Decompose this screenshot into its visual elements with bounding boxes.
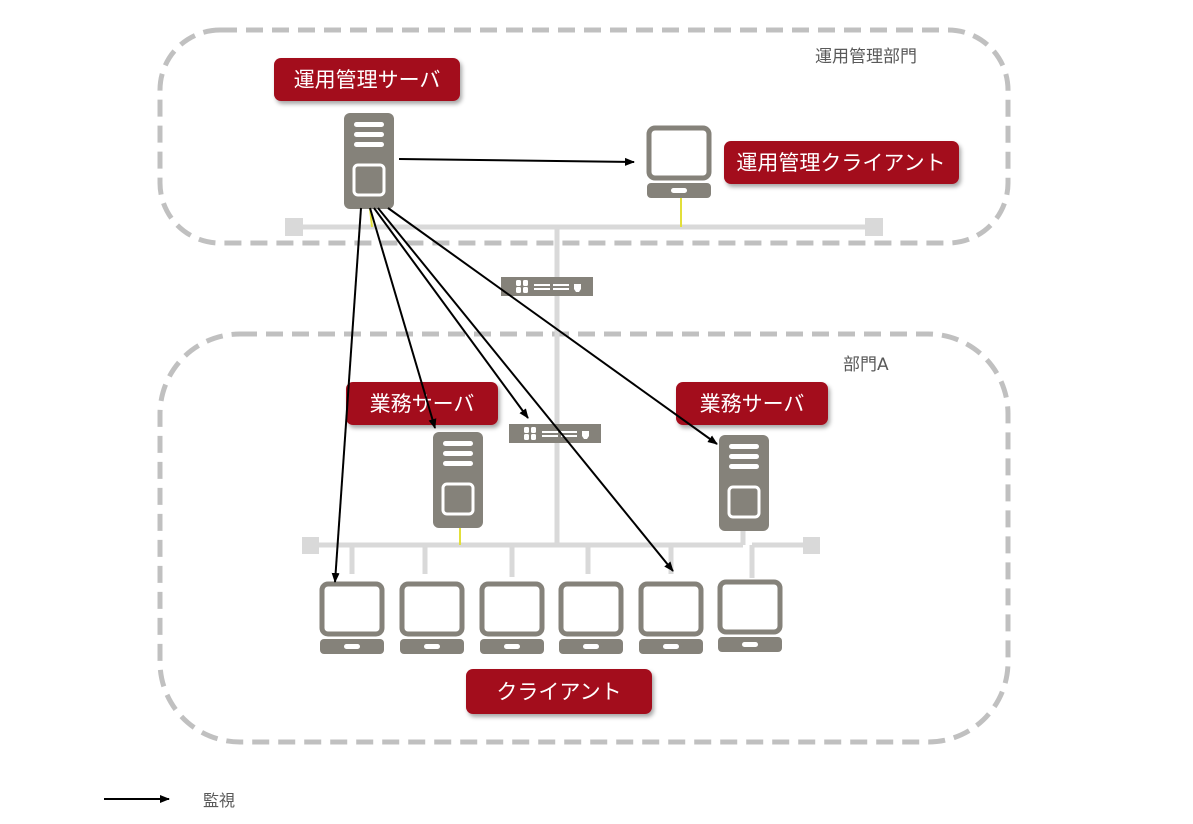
- zone-department-a-label: 部門A: [843, 355, 889, 375]
- zone-management-border: [157, 27, 1011, 246]
- management-server-label-text: 運用管理サーバ: [294, 68, 441, 92]
- legend-label: 監視: [203, 791, 235, 810]
- business-server-1-label[interactable]: [346, 382, 498, 425]
- network-terminator: [302, 537, 319, 554]
- monitor-arrows: [331, 157, 718, 583]
- monitor-arrow: [369, 207, 437, 429]
- client-monitor-icon[interactable]: [400, 584, 464, 654]
- client-monitor-icon[interactable]: [639, 584, 703, 654]
- zone-management-label: 運用管理部門: [815, 47, 917, 67]
- business-server-icon[interactable]: [717, 433, 771, 533]
- business-server-2-label-text: 業務サーバ: [700, 392, 805, 416]
- monitor-arrow: [387, 207, 718, 445]
- client-monitor-icon[interactable]: [559, 584, 623, 654]
- client-monitor-icon[interactable]: [718, 582, 782, 652]
- management-client-monitor-icon[interactable]: [647, 128, 711, 198]
- clients-label-text: クライアント: [496, 680, 621, 704]
- monitor-arrow: [398, 157, 635, 166]
- management-client-label[interactable]: [724, 141, 959, 184]
- legend: 監視: [104, 791, 235, 810]
- monitor-arrow: [373, 207, 529, 419]
- management-server-icon[interactable]: [342, 111, 396, 211]
- monitor-arrow: [377, 207, 674, 572]
- management-server-label[interactable]: [274, 58, 460, 101]
- client-monitor-icon[interactable]: [480, 584, 544, 654]
- client-monitor-icon[interactable]: [320, 584, 384, 654]
- network-terminator: [865, 218, 883, 236]
- business-server-2-label[interactable]: [676, 382, 828, 425]
- network-terminator: [285, 218, 303, 236]
- business-server-1-label-text: 業務サーバ: [370, 392, 475, 416]
- network-switch-icon: [501, 277, 593, 296]
- business-server-icon[interactable]: [431, 430, 485, 530]
- management-client-label-text: 運用管理クライアント: [736, 151, 945, 175]
- department-a-network: [310, 530, 812, 578]
- monitor-arrow: [331, 207, 362, 583]
- clients-label[interactable]: [466, 669, 652, 714]
- zone-department-a-border: [157, 331, 1011, 745]
- network-terminator: [803, 537, 820, 554]
